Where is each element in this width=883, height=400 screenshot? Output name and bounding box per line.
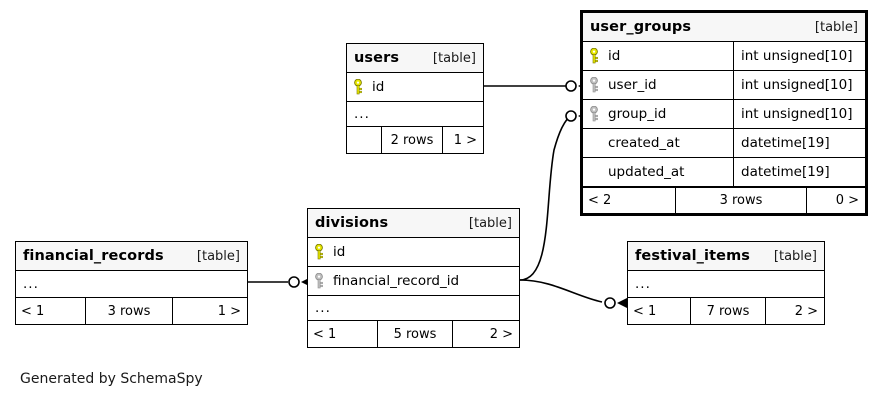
table-footer: 2 rows 1 > — [347, 127, 483, 153]
column-name-cell: group_id — [583, 106, 733, 122]
table-divisions[interactable]: divisions [table] id — [307, 208, 520, 348]
table-festival-items[interactable]: festival_items [table] ... < 1 7 rows 2 … — [627, 241, 825, 325]
column-name-cell: id — [308, 244, 519, 260]
table-row[interactable]: id — [308, 238, 519, 267]
column-type: int unsigned[10] — [733, 42, 865, 70]
column-name-cell: updated_at — [583, 164, 733, 180]
column-type: int unsigned[10] — [733, 100, 865, 128]
more-columns-indicator: ... — [628, 271, 824, 298]
table-header: users [table] — [347, 44, 483, 73]
primary-key-icon — [354, 79, 365, 95]
table-row[interactable]: id int unsigned[10] — [583, 42, 865, 71]
edge-endpoint-circle — [288, 276, 300, 288]
column-label: id — [608, 48, 621, 64]
more-columns-indicator: ... — [347, 102, 483, 127]
column-type: datetime[19] — [733, 129, 865, 157]
table-row[interactable]: updated_at datetime[19] — [583, 158, 865, 187]
table-header: festival_items [table] — [628, 242, 824, 271]
column-label: id — [333, 244, 346, 260]
table-type-tag: [table] — [432, 50, 476, 66]
edge-divisions-to-user-groups — [519, 117, 569, 281]
table-footer: < 1 3 rows 1 > — [16, 298, 247, 324]
more-columns-indicator: ... — [308, 296, 519, 321]
edge-endpoint-circle — [565, 110, 577, 122]
footer-children-count[interactable]: 2 > — [794, 303, 818, 319]
table-financial-records[interactable]: financial_records [table] ... < 1 3 rows… — [15, 241, 248, 325]
footer-parents-count — [347, 127, 381, 153]
primary-key-icon — [590, 48, 601, 64]
column-name-cell: id — [583, 48, 733, 64]
table-footer: < 2 3 rows 0 > — [583, 187, 865, 213]
footer-children-count[interactable]: 1 > — [217, 303, 241, 319]
column-label: id — [372, 79, 385, 95]
table-title: festival_items — [635, 248, 751, 264]
footer-row-count: 3 rows — [85, 298, 173, 324]
table-title: user_groups — [590, 19, 692, 35]
table-type-tag: [table] — [196, 248, 240, 264]
table-type-tag: [table] — [468, 215, 512, 231]
footer-children-count[interactable]: 0 > — [835, 193, 859, 208]
primary-key-icon — [315, 244, 326, 260]
table-title: financial_records — [23, 248, 164, 264]
foreign-key-icon — [590, 77, 601, 93]
footer-row-count: 2 rows — [381, 127, 443, 153]
table-footer: < 1 5 rows 2 > — [308, 321, 519, 347]
column-type: int unsigned[10] — [733, 71, 865, 99]
footer-children-count[interactable]: 2 > — [489, 326, 513, 342]
table-row[interactable]: created_at datetime[19] — [583, 129, 865, 158]
footer-parents-count[interactable]: < 1 — [633, 303, 657, 319]
column-type: datetime[19] — [733, 158, 865, 186]
table-user-groups[interactable]: user_groups [table] id int unsigned[10] — [580, 10, 868, 216]
table-row[interactable]: id — [347, 73, 483, 102]
footer-children-count[interactable]: 1 > — [453, 132, 477, 148]
table-users[interactable]: users [table] id ... 2 rows — [346, 43, 484, 154]
table-title: users — [354, 50, 400, 66]
column-label: created_at — [608, 135, 680, 151]
footer-parents-count[interactable]: < 1 — [313, 326, 337, 342]
foreign-key-icon — [590, 106, 601, 122]
footer-row-count: 7 rows — [690, 298, 766, 324]
table-row[interactable]: group_id int unsigned[10] — [583, 100, 865, 129]
footer-row-count: 5 rows — [377, 321, 453, 347]
column-name-cell: id — [347, 79, 483, 95]
table-title: divisions — [315, 215, 389, 231]
table-row[interactable]: user_id int unsigned[10] — [583, 71, 865, 100]
table-header: divisions [table] — [308, 209, 519, 238]
edge-divisions-to-festival-items — [519, 279, 603, 303]
column-label: user_id — [608, 77, 657, 93]
column-label: group_id — [608, 106, 667, 122]
edge-endpoint-circle — [565, 80, 577, 92]
foreign-key-icon — [315, 273, 326, 289]
column-label: updated_at — [608, 164, 685, 180]
column-name-cell: user_id — [583, 77, 733, 93]
table-header: financial_records [table] — [16, 242, 247, 271]
table-row[interactable]: financial_record_id — [308, 267, 519, 296]
column-label: financial_record_id — [333, 273, 460, 289]
table-footer: < 1 7 rows 2 > — [628, 298, 824, 324]
table-type-tag: [table] — [773, 248, 817, 264]
column-name-cell: created_at — [583, 135, 733, 151]
footer-parents-count[interactable]: < 2 — [588, 193, 612, 208]
footer-row-count: 3 rows — [675, 188, 807, 213]
more-columns-indicator: ... — [16, 271, 247, 298]
table-type-tag: [table] — [814, 19, 858, 35]
edge-endpoint-circle — [604, 297, 616, 309]
footer-parents-count[interactable]: < 1 — [21, 303, 45, 319]
column-name-cell: financial_record_id — [308, 273, 519, 289]
generated-by-note: Generated by SchemaSpy — [20, 371, 203, 387]
table-header: user_groups [table] — [583, 13, 865, 42]
